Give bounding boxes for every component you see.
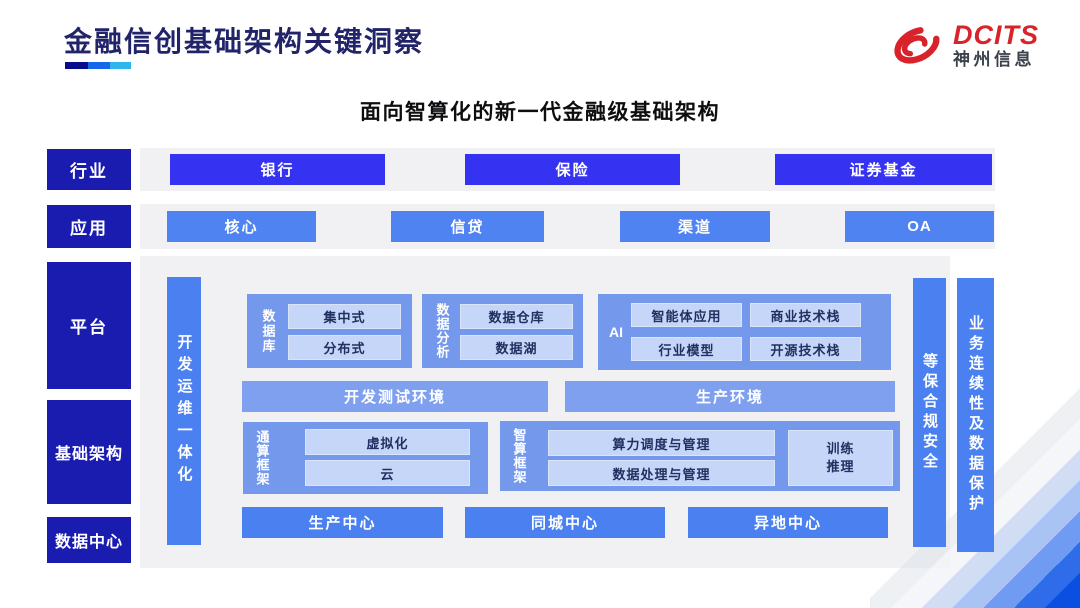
application-item-credit: 信贷 (391, 211, 544, 242)
general-computing-label: 通算框架 (254, 430, 270, 486)
underline-segment-cyan (110, 62, 131, 69)
datacenter-item-same-city: 同城中心 (465, 507, 665, 538)
layer-label-datacenter: 数据中心 (47, 517, 131, 563)
application-item-core: 核心 (167, 211, 316, 242)
env-production: 生产环境 (565, 381, 895, 412)
ai-item-commercial-stack: 商业技术栈 (750, 303, 861, 327)
intelligent-computing-label: 智算框架 (511, 428, 527, 484)
business-continuity-bar: 业务连续性及数据保护 (957, 278, 994, 552)
training-inference-label: 训练推理 (826, 441, 855, 474)
layer-label-platform: 平台 (47, 262, 131, 389)
layer-label-application: 应用 (47, 205, 131, 248)
general-computing-label-wrap: 通算框架 (246, 422, 278, 494)
industry-item-bank: 银行 (170, 154, 385, 185)
security-compliance-bar: 等保合规安全 (913, 278, 946, 547)
devops-vertical-bar-label: 开发运维一体化 (175, 334, 193, 488)
intelligent-item-data-processing: 数据处理与管理 (548, 460, 775, 486)
data-analytics-group-label: 数据分析 (434, 303, 450, 359)
ai-item-opensource-stack: 开源技术栈 (750, 337, 861, 361)
general-item-virtualization: 虚拟化 (305, 429, 470, 455)
application-item-channel: 渠道 (620, 211, 770, 242)
page-title: 金融信创基础架构关键洞察 (64, 26, 425, 57)
devops-vertical-bar: 开发运维一体化 (167, 277, 201, 545)
database-item-distributed: 分布式 (288, 335, 401, 360)
database-group-label: 数据库 (260, 308, 276, 354)
security-compliance-label: 等保合规安全 (921, 352, 938, 473)
industry-item-insurance: 保险 (465, 154, 680, 185)
analytics-item-datalake: 数据湖 (460, 335, 573, 360)
intelligent-item-training-inference: 训练推理 (788, 430, 893, 486)
logo-brand-text: DCITS (953, 19, 1039, 50)
general-item-cloud: 云 (305, 460, 470, 486)
intelligent-item-compute-scheduling: 算力调度与管理 (548, 430, 775, 456)
database-item-centralized: 集中式 (288, 304, 401, 329)
underline-segment-dark (65, 62, 88, 69)
application-item-oa: OA (845, 211, 994, 242)
diagram-title: 面向智算化的新一代金融级基础架构 (360, 101, 720, 124)
dcits-swirl-icon (894, 27, 940, 64)
ai-item-industry-model: 行业模型 (631, 337, 742, 361)
datacenter-item-remote: 异地中心 (688, 507, 888, 538)
ai-group-label: AI (609, 324, 623, 340)
dcits-logo: DCITS 神州信息 (888, 16, 1039, 74)
title-underline-decoration (65, 62, 131, 69)
analytics-item-warehouse: 数据仓库 (460, 304, 573, 329)
logo-company-text: 神州信息 (953, 50, 1035, 70)
env-dev-test: 开发测试环境 (242, 381, 548, 412)
datacenter-item-production: 生产中心 (242, 507, 443, 538)
business-continuity-label: 业务连续性及数据保护 (967, 315, 984, 515)
database-group-label-wrap: 数据库 (250, 294, 286, 368)
intelligent-computing-label-wrap: 智算框架 (503, 421, 535, 491)
underline-segment-blue (88, 62, 110, 69)
layer-label-industry: 行业 (47, 149, 131, 190)
industry-item-securities: 证券基金 (775, 154, 992, 185)
data-analytics-group-label-wrap: 数据分析 (424, 294, 460, 368)
layer-label-infrastructure: 基础架构 (47, 400, 131, 504)
ai-item-agent-app: 智能体应用 (631, 303, 742, 327)
